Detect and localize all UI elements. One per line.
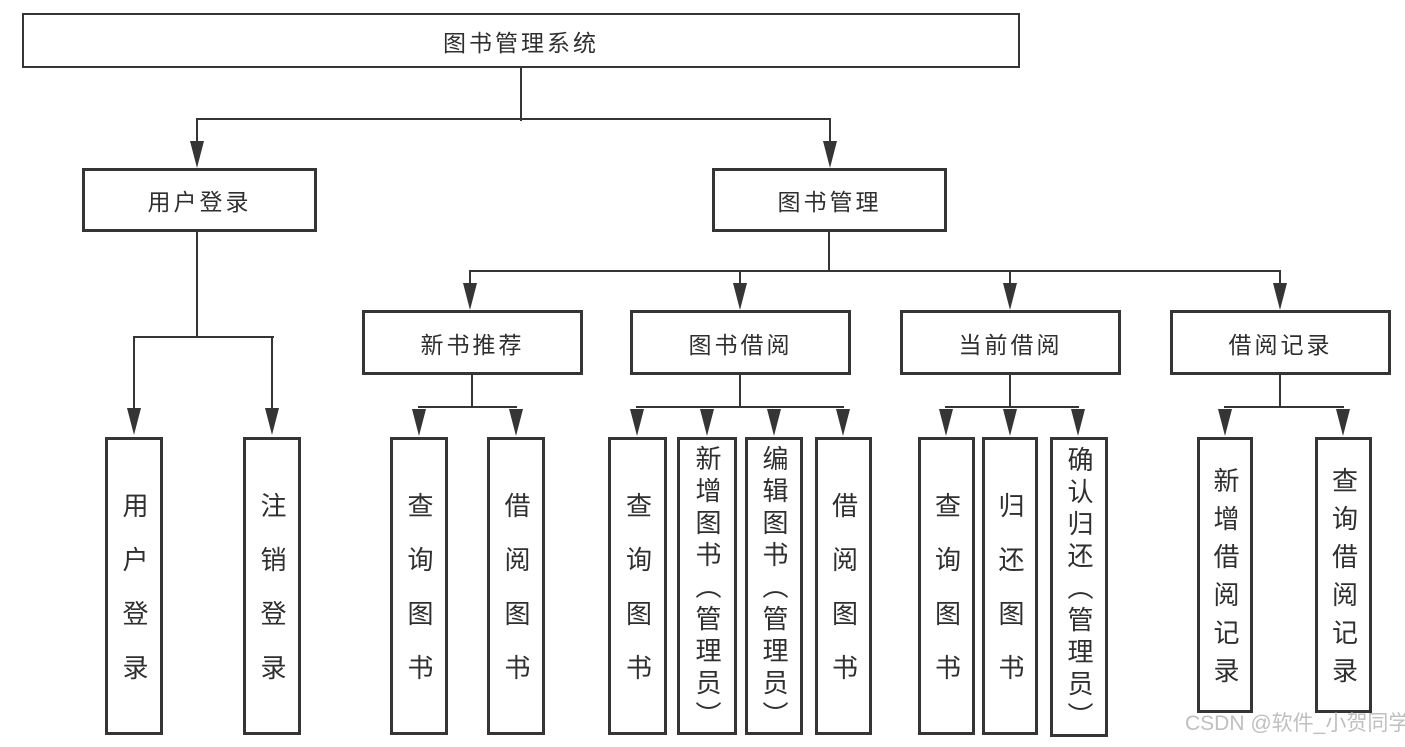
node-book-management: 图书管理	[712, 168, 947, 232]
connector-line	[418, 406, 517, 408]
arrow-down-icon	[700, 409, 714, 436]
leaf-query-books: 查询图书	[918, 437, 975, 735]
connector-line	[1009, 272, 1011, 288]
leaf-add-book-admin: 新增图书（管理员）	[677, 437, 737, 735]
leaf-borrow-books: 借阅图书	[487, 437, 545, 735]
leaf-add-borrow-record: 新增借阅记录	[1197, 437, 1253, 713]
arrow-down-icon	[767, 409, 781, 436]
arrow-down-icon	[1071, 409, 1085, 436]
connector-line	[739, 375, 741, 408]
node-library-management-system: 图书管理系统	[22, 13, 1020, 68]
arrow-down-icon	[1003, 283, 1017, 310]
connector-line	[520, 68, 522, 121]
node-label: 新书推荐	[420, 331, 525, 358]
arrow-down-icon	[1273, 283, 1287, 310]
arrow-down-icon	[127, 408, 141, 435]
connector-line	[1279, 375, 1281, 408]
leaf-label: 借阅图书	[501, 492, 531, 708]
leaf-query-books: 查询图书	[608, 437, 667, 735]
node-current-borrowing: 当前借阅	[900, 310, 1121, 375]
leaf-label: 借阅图书	[828, 492, 859, 708]
connector-line	[196, 232, 198, 338]
leaf-logout: 注销登录	[243, 437, 301, 735]
connector-line	[1279, 272, 1281, 288]
arrow-down-icon	[630, 409, 644, 436]
leaf-label: 用户登录	[119, 492, 149, 708]
node-label: 图书管理	[777, 189, 882, 215]
leaf-label: 查询图书	[622, 492, 653, 708]
node-label: 图书管理系统	[443, 29, 599, 56]
connector-line	[1224, 406, 1344, 408]
connector-line	[133, 336, 274, 338]
connector-line	[1009, 375, 1011, 408]
leaf-label: 查询图书	[931, 492, 962, 708]
arrow-down-icon	[190, 141, 204, 168]
leaf-label: 确认归还（管理员）	[1064, 446, 1094, 734]
node-user-login: 用户登录	[82, 168, 317, 232]
connector-line	[469, 272, 471, 288]
leaf-label: 新增图书（管理员）	[692, 445, 722, 733]
arrow-down-icon	[836, 409, 850, 436]
connector-line	[196, 120, 198, 146]
connector-line	[271, 338, 273, 410]
arrow-down-icon	[265, 408, 279, 435]
leaf-borrow-books: 借阅图书	[815, 437, 872, 735]
arrow-down-icon	[733, 283, 747, 310]
node-label: 借阅记录	[1228, 331, 1333, 358]
connector-line	[739, 272, 741, 288]
leaf-edit-book-admin: 编辑图书（管理员）	[745, 437, 803, 735]
leaf-query-borrow-record: 查询借阅记录	[1315, 437, 1372, 713]
arrow-down-icon	[1218, 409, 1232, 436]
leaf-confirm-return-admin: 确认归还（管理员）	[1050, 437, 1108, 737]
leaf-return-book: 归还图书	[982, 437, 1038, 735]
connector-line	[829, 120, 831, 146]
arrow-down-icon	[463, 283, 477, 310]
arrow-down-icon	[1003, 409, 1017, 436]
connector-line	[471, 375, 473, 408]
node-label: 当前借阅	[958, 331, 1063, 358]
arrow-down-icon	[509, 409, 523, 436]
arrow-down-icon	[1336, 409, 1350, 436]
node-borrowing-records: 借阅记录	[1170, 310, 1391, 375]
leaf-label: 编辑图书（管理员）	[759, 445, 789, 733]
leaf-label: 新增借阅记录	[1210, 467, 1240, 695]
leaf-query-books: 查询图书	[390, 437, 448, 735]
leaf-label: 查询借阅记录	[1328, 467, 1359, 695]
connector-line	[636, 406, 844, 408]
connector-line	[469, 270, 1281, 272]
csdn-watermark: CSDN @软件_小贺同学	[1185, 712, 1405, 735]
arrow-down-icon	[412, 409, 426, 436]
arrow-down-icon	[823, 141, 837, 168]
connector-line	[133, 338, 135, 410]
node-book-borrowing: 图书借阅	[630, 310, 851, 375]
node-new-book-recommendation: 新书推荐	[362, 310, 583, 375]
connector-line	[196, 118, 831, 120]
connector-line	[945, 406, 1079, 408]
leaf-user-login: 用户登录	[105, 437, 163, 735]
node-label: 图书借阅	[688, 331, 793, 358]
connector-line	[828, 232, 830, 272]
leaf-label: 查询图书	[404, 492, 434, 708]
leaf-label: 归还图书	[995, 492, 1025, 708]
arrow-down-icon	[939, 409, 953, 436]
leaf-label: 注销登录	[257, 492, 287, 708]
node-label: 用户登录	[147, 189, 252, 215]
